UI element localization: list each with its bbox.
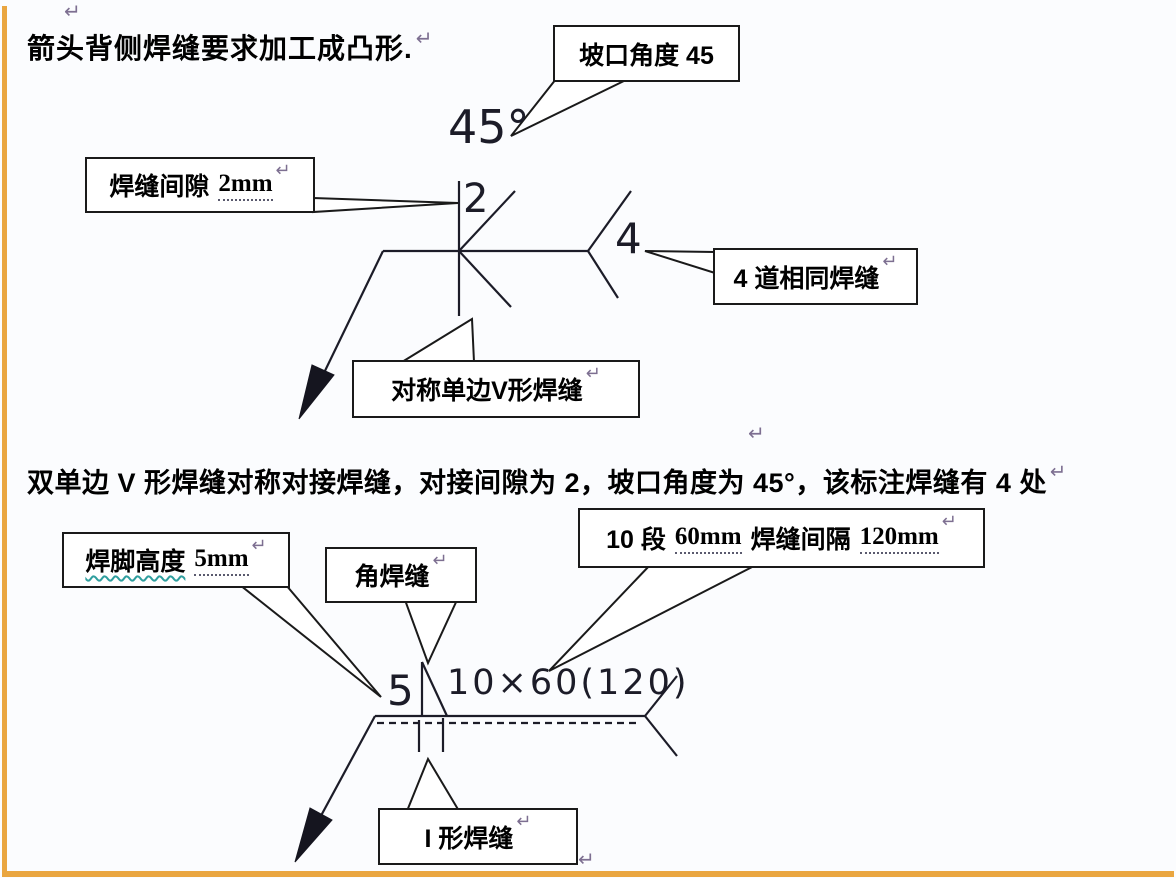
callout-tails: [237, 78, 757, 812]
tail-weld-gap: [312, 196, 459, 214]
page-accent-border-left: [2, 6, 7, 872]
tail-fork-upper-1: [587, 190, 632, 252]
paragraph-mark: ↵: [585, 363, 601, 383]
tail-fork-lower-1: [587, 250, 619, 299]
callout-weld-gap[interactable]: 焊缝间隙 2mm ↵: [85, 157, 315, 213]
callout-weld-gap-label: 焊缝间隙: [109, 173, 210, 201]
callout-segments-count: 10 段: [606, 526, 666, 554]
leader-arrowhead-1: [298, 364, 335, 420]
bevel-line-upper: [458, 190, 516, 252]
leader-arrowhead-2: [294, 807, 333, 863]
callout-segments-length: 60mm: [674, 523, 742, 554]
callout-i-weld[interactable]: I 形焊缝 ↵: [378, 808, 578, 865]
callout-fillet-weld-text: 角焊缝: [354, 563, 430, 591]
intermittent-weld-dimension: 10×60(120): [447, 663, 690, 703]
fillet-triangle-hypotenuse: [421, 661, 448, 717]
callout-segments-label: 焊缝间隔: [750, 526, 851, 554]
callout-leg-height-label: 焊脚高度: [85, 548, 186, 576]
callout-identical-welds-text: 4 道相同焊缝: [733, 264, 880, 293]
tail-symmetric-v: [398, 317, 476, 363]
callout-symmetric-v-weld-text: 对称单边V形焊缝: [391, 377, 583, 405]
root-gap-value: 2: [463, 176, 489, 222]
paragraph-mark: ↵: [415, 28, 434, 50]
paragraph-mark: ↵: [64, 1, 81, 23]
callout-groove-angle-text: 坡口角度 45: [579, 41, 714, 70]
page-accent-border-bottom: [2, 871, 1174, 877]
callout-fillet-weld[interactable]: 角焊缝 ↵: [325, 547, 477, 603]
paragraph-mark: ↵: [251, 535, 267, 555]
callout-identical-welds[interactable]: 4 道相同焊缝 ↵: [713, 248, 918, 305]
paragraph-mark: ↵: [432, 550, 448, 570]
callout-leg-height-value: 5mm: [194, 545, 249, 576]
tail-fork-upper-2: [644, 675, 678, 717]
paragraph-mark: ↵: [1049, 461, 1067, 483]
callout-i-weld-text: I 形焊缝: [424, 824, 514, 853]
callout-segments[interactable]: 10 段 60mm 焊缝间隔 120mm ↵: [578, 508, 985, 568]
tail-segments: [548, 564, 757, 672]
paragraph-mark: ↵: [578, 849, 595, 871]
paragraph-mark: ↵: [882, 251, 898, 271]
tail-i-weld: [405, 756, 461, 812]
callout-groove-angle[interactable]: 坡口角度 45: [553, 25, 740, 82]
callout-segments-gap: 120mm: [859, 523, 939, 554]
tail-fillet-weld: [403, 599, 459, 666]
paragraph-mark: ↵: [748, 423, 765, 445]
callout-symmetric-v-weld[interactable]: 对称单边V形焊缝 ↵: [352, 360, 640, 418]
heading-weld-description[interactable]: 双单边 V 形焊缝对称对接焊缝，对接间隙为 2，坡口角度为 45°，该标注焊缝有…: [27, 461, 1067, 500]
paragraph-mark: ↵: [275, 160, 291, 180]
groove-angle-value: 45°: [448, 100, 530, 154]
heading-arrow-back-side-text: 箭头背侧焊缝要求加工成凸形.: [27, 33, 413, 64]
tail-identical-welds: [644, 250, 716, 275]
fillet-leg-value: 5: [387, 666, 414, 715]
bevel-line-lower: [458, 250, 512, 308]
weld-count-value: 4: [615, 214, 642, 263]
heading-weld-description-text: 双单边 V 形焊缝对称对接焊缝，对接间隙为 2，坡口角度为 45°，该标注焊缝有…: [27, 468, 1047, 498]
callout-leg-height[interactable]: 焊脚高度 5mm ↵: [62, 532, 290, 588]
paragraph-mark: ↵: [516, 811, 532, 831]
tail-fork-lower-2: [644, 715, 678, 757]
heading-arrow-back-side[interactable]: 箭头背侧焊缝要求加工成凸形. ↵: [27, 27, 434, 67]
paragraph-mark: ↵: [941, 511, 957, 531]
callout-weld-gap-value: 2mm: [218, 170, 273, 201]
